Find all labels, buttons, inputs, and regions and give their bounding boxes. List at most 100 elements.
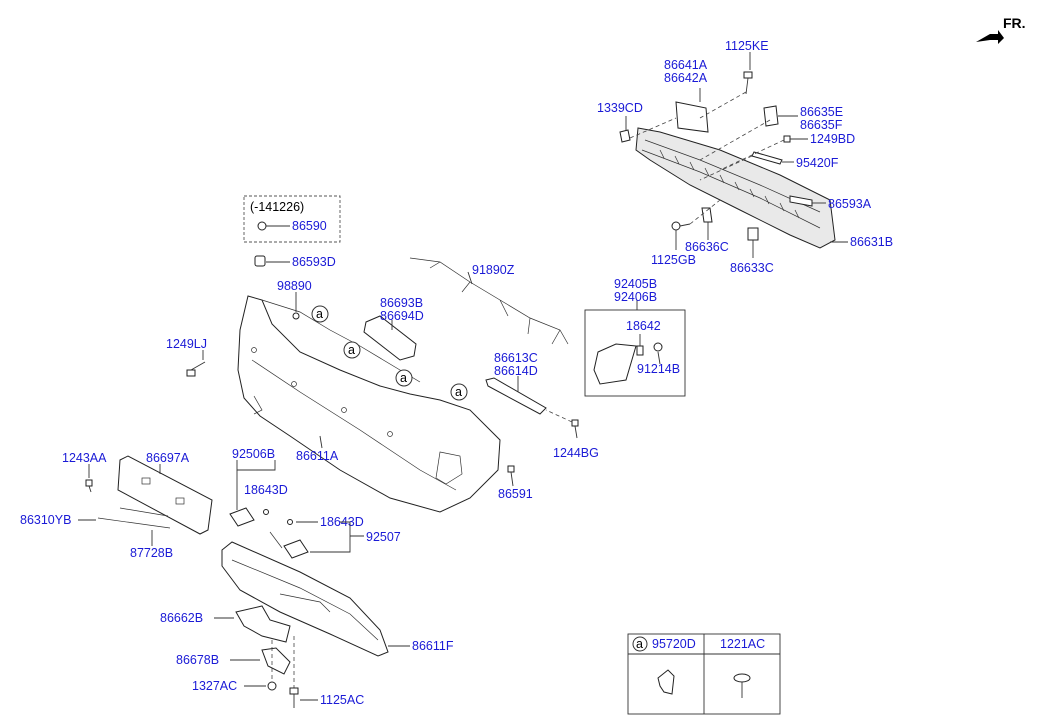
callout-a-2: a: [343, 341, 361, 359]
bracket-86693b: [363, 315, 417, 361]
bracket-86635e: [763, 105, 779, 127]
label-86611f: 86611F: [412, 639, 454, 653]
bolt-1125ke: [743, 71, 753, 95]
license-plate-bracket: [117, 455, 213, 535]
license-lamp-left: [229, 507, 255, 527]
front-direction-label: FR.: [1003, 15, 1026, 31]
callout-a-1: a: [311, 305, 329, 323]
label-86697a: 86697A: [146, 451, 190, 465]
arrow-icon: [976, 30, 1004, 44]
bracket-86633c: [747, 227, 759, 241]
label-86614d: 86614D: [494, 364, 538, 378]
rear-bumper-cover: [237, 295, 501, 513]
label-86642a: 86642A: [664, 71, 708, 85]
label-1125ke: 1125KE: [725, 39, 769, 53]
svg-text:a: a: [400, 371, 407, 385]
clip-95720d-icon: [657, 669, 675, 695]
bolt-1125gb: [671, 221, 691, 231]
svg-text:a: a: [455, 385, 462, 399]
bolt-1249bd: [783, 135, 791, 143]
bracket-86613c: [485, 377, 547, 415]
label-1249bd: 1249BD: [810, 132, 855, 146]
label-86310yb: 86310YB: [20, 513, 71, 527]
label-1327ac: 1327AC: [192, 679, 237, 693]
screw-1243aa: [85, 479, 93, 493]
label-86631b: 86631B: [850, 235, 893, 249]
label-86636c: 86636C: [685, 240, 729, 254]
label-18643d-a: 18643D: [244, 483, 288, 497]
label-1125gb: 1125GB: [651, 253, 696, 267]
bulb-18642: [636, 345, 644, 356]
fastener-legend-table: a 95720D 1221AC: [627, 633, 781, 715]
beam-mounting-bracket: [675, 101, 709, 133]
label-86635e: 86635E: [800, 105, 843, 119]
nut-1339cd: [619, 129, 631, 143]
socket-91214b: [653, 342, 663, 352]
label-86635f: 86635F: [800, 118, 843, 132]
bracket-86678b: [261, 647, 291, 675]
rear-bumper-beam: [635, 127, 836, 249]
rear-reflector-lamp: [593, 343, 637, 385]
label-18642: 18642: [626, 319, 661, 333]
label-1243aa: 1243AA: [62, 451, 107, 465]
label-92507: 92507: [366, 530, 401, 544]
label-86593a: 86593A: [828, 197, 872, 211]
legend-col-1221ac: 1221AC: [720, 637, 765, 651]
label-1244bg: 1244BG: [553, 446, 599, 460]
callout-a-4: a: [450, 383, 468, 401]
label-92406b: 92406B: [614, 290, 657, 304]
reflector-group-box: [584, 309, 686, 397]
legend-marker-a: a: [636, 637, 643, 651]
screw-86591: [507, 465, 515, 487]
label-86662b: 86662B: [160, 611, 203, 625]
label-86611a: 86611A: [296, 449, 339, 463]
label-86694d: 86694D: [380, 309, 424, 323]
label-92405b: 92405B: [614, 277, 657, 291]
emblem-strip: [97, 507, 171, 529]
label-86591: 86591: [498, 487, 533, 501]
label-91890z: 91890Z: [472, 263, 515, 277]
label-1249lj: 1249LJ: [166, 337, 207, 351]
pin-95420f: [751, 151, 783, 165]
clip-86593d: [254, 255, 266, 267]
screw-1244bg: [571, 419, 579, 439]
muffler-cover-86662b: [235, 605, 291, 643]
label-1125ac: 1125AC: [320, 693, 364, 707]
label-1339cd: 1339CD: [597, 101, 643, 115]
legend-col-95720d: 95720D: [652, 637, 696, 651]
label-86678b: 86678B: [176, 653, 219, 667]
label-86590: 86590: [292, 219, 327, 233]
clip-86593a: [789, 195, 813, 207]
label-86633c: 86633C: [730, 261, 774, 275]
clip-86590: [257, 221, 267, 231]
callout-a-3: a: [395, 369, 413, 387]
label-86613c: 86613C: [494, 351, 538, 365]
nut-1327ac: [267, 681, 277, 691]
assembly-lines-top: [629, 91, 785, 225]
screw-1221ac-icon: [733, 673, 751, 698]
bolt-1125ac: [289, 687, 299, 708]
label-86693b: 86693B: [380, 296, 423, 310]
label-variant-141226: (-141226): [250, 200, 304, 214]
lower-bumper-diffuser: [221, 541, 389, 657]
label-95420f: 95420F: [796, 156, 839, 170]
label-86593d: 86593D: [292, 255, 336, 269]
bulb-18643d-b: [287, 519, 293, 525]
label-91214b: 91214B: [637, 362, 680, 376]
label-92506b: 92506B: [232, 447, 275, 461]
label-86641a: 86641A: [664, 58, 708, 72]
license-lamp-right: [283, 539, 309, 559]
sensor-98890: [292, 312, 300, 320]
svg-text:a: a: [316, 307, 323, 321]
label-87728b: 87728B: [130, 546, 173, 560]
parking-sensor-wiring: [409, 257, 569, 345]
screw-1249lj: [186, 361, 206, 377]
front-direction-arrow: [976, 30, 1004, 44]
variant-box-141226: [243, 195, 341, 243]
bulb-18643d-a: [263, 509, 269, 515]
label-98890: 98890: [277, 279, 312, 293]
leaders-top-right: [625, 52, 848, 258]
bracket-86636c: [701, 207, 713, 223]
svg-text:a: a: [348, 343, 355, 357]
